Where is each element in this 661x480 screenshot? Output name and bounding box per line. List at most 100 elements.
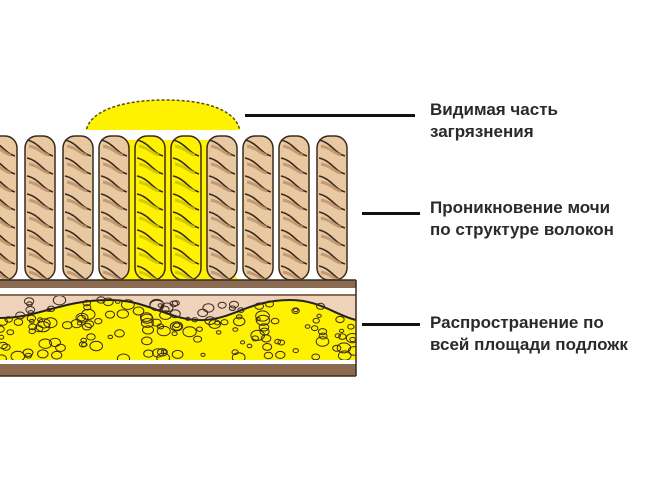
pad-bubble xyxy=(171,331,178,337)
pad-bubble xyxy=(82,299,92,307)
pad-bubble xyxy=(172,300,180,307)
backing-layer xyxy=(0,279,357,377)
pad-bubble xyxy=(0,354,7,360)
pad-bubble xyxy=(229,300,239,309)
pad-bubble xyxy=(142,325,154,335)
pad-bubble xyxy=(231,352,246,360)
label-penetration: Проникновение мочи по структуре волокон xyxy=(430,198,614,239)
fiber-tuft xyxy=(98,135,130,283)
pad-bubble xyxy=(23,297,35,306)
pad-bubble xyxy=(37,318,51,329)
pad-bubble xyxy=(86,333,96,341)
pad-bubble xyxy=(49,337,61,347)
pad-bubble xyxy=(263,351,274,360)
pad-bubble xyxy=(78,341,87,348)
fiber-tuft xyxy=(24,135,56,283)
label-visible-stain: Видимая часть загрязнения xyxy=(430,100,558,141)
pad-bubble xyxy=(25,306,36,314)
pad-bubble xyxy=(116,309,130,319)
leader-line-visible xyxy=(245,114,415,117)
pad-bubble xyxy=(107,334,114,340)
pad-bubble xyxy=(191,317,199,323)
fiber-layer xyxy=(0,130,360,283)
pad-bubble xyxy=(220,319,229,326)
fiber-tuft xyxy=(170,135,202,283)
pad-bubble xyxy=(141,336,153,346)
pad-bubble xyxy=(311,353,321,360)
pad-bubble xyxy=(275,350,286,359)
pad-bubble xyxy=(94,318,103,325)
pad-bubble xyxy=(334,333,341,339)
pad-bubble xyxy=(6,329,15,336)
pad-bubble xyxy=(4,316,13,323)
pad-bubble xyxy=(15,311,26,320)
pad-bubble xyxy=(255,310,270,322)
pad-bubble xyxy=(185,316,191,321)
pad-bubble xyxy=(202,303,215,313)
pad-bubble xyxy=(27,310,34,316)
pad-bubble xyxy=(55,343,66,352)
pad-bubble xyxy=(83,304,92,311)
pad-bubble xyxy=(338,333,347,340)
pad-bubble xyxy=(47,305,56,312)
pad-bubble xyxy=(259,327,270,336)
pad-bubble xyxy=(116,353,131,360)
fiber-tuft xyxy=(0,135,18,283)
pad-bubble xyxy=(114,329,125,338)
pad-bubble xyxy=(114,299,121,304)
pad-bubble xyxy=(204,316,216,326)
pad-bubble xyxy=(200,352,206,357)
backing-top-stripe xyxy=(0,280,356,288)
pad-bubble xyxy=(318,332,328,340)
fiber-tuft xyxy=(62,135,94,283)
spread-stain-edge xyxy=(0,298,356,322)
label-spread: Распространение по всей площади подложк xyxy=(430,313,628,354)
leader-line-spread xyxy=(362,323,420,326)
pad-bubble xyxy=(51,350,63,360)
pad-bubble xyxy=(246,343,253,349)
pad-bubble xyxy=(152,348,165,358)
pad-bubble xyxy=(316,313,322,318)
pad-bubble xyxy=(38,338,53,349)
pad-bubble xyxy=(254,302,265,310)
pad-bubble xyxy=(217,301,227,309)
pad-bubble xyxy=(265,300,274,308)
pad-bubble xyxy=(159,305,170,314)
pad-bubble xyxy=(96,296,106,304)
pad-bubble xyxy=(0,325,5,333)
pad-bubble xyxy=(84,320,95,329)
pad-bubble xyxy=(231,349,239,356)
pad-bubble xyxy=(338,328,345,333)
pad-bubble xyxy=(193,335,203,343)
pad-bubble xyxy=(121,299,135,310)
pad-bubble xyxy=(149,298,165,311)
fiber-tuft xyxy=(242,135,274,283)
pad-bubble xyxy=(182,326,197,338)
pad-bubble xyxy=(336,342,352,354)
pad-bubble xyxy=(81,322,92,331)
pad-bubble xyxy=(291,307,300,315)
fiber-tuft xyxy=(278,135,310,283)
pad-bubble xyxy=(304,324,311,329)
pad-bubble xyxy=(311,325,319,332)
pad-bubble xyxy=(24,352,33,359)
pad-bubble xyxy=(270,317,280,325)
pad-bubble xyxy=(159,310,172,321)
pad-bubble xyxy=(337,350,352,360)
pad-bubble xyxy=(171,349,184,359)
pad-bubble xyxy=(37,349,49,359)
pad-bubble xyxy=(160,349,167,355)
pad-bubble xyxy=(316,302,325,310)
fiber-tuft xyxy=(206,135,238,283)
pad-bubble xyxy=(347,346,356,356)
pad-bubble xyxy=(292,348,299,354)
pad-bubble xyxy=(237,307,245,313)
pad-bubble xyxy=(102,297,114,307)
pad-bubble xyxy=(274,338,282,345)
pad-bubble xyxy=(10,350,26,360)
backing-bottom-stripe xyxy=(0,364,356,376)
pad-bubble xyxy=(171,322,183,331)
pad-bubble xyxy=(232,327,239,332)
pad-bubble xyxy=(0,317,8,326)
pad-bubble xyxy=(293,308,299,313)
